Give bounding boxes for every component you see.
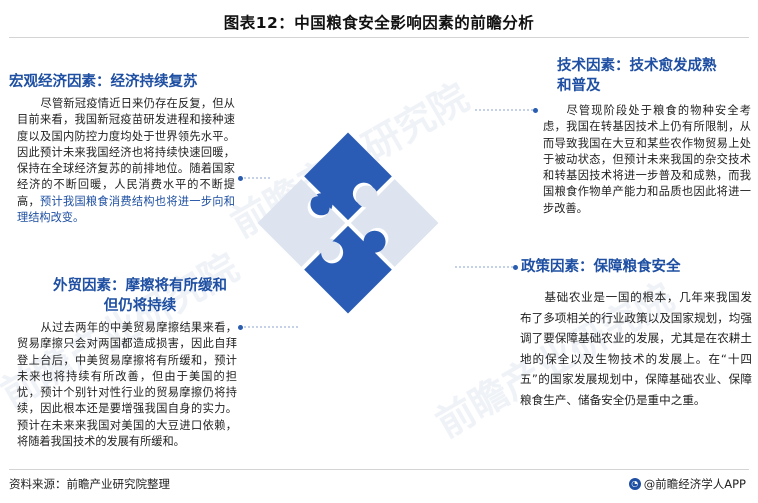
connector-dot	[238, 176, 243, 181]
puzzle-piece-top-right	[350, 179, 439, 267]
brand-label: @前瞻经济学人APP	[643, 477, 746, 491]
source-note: 资料来源：前瞻产业研究院整理	[9, 477, 170, 491]
connector-dot	[513, 265, 518, 270]
macro-heading: 宏观经济因素：经济持续复苏	[9, 74, 198, 90]
page-title: 图表12：中国粮食安全影响因素的前瞻分析	[223, 14, 535, 32]
trade-text-body: 从过去两年的中美贸易摩擦结果来看，贸易摩擦只会对两国都造成损害，因此自拜登上台后…	[17, 321, 237, 449]
tech-heading: 技术因素：技术愈发成熟 和普及	[557, 56, 747, 96]
puzzle-graphic	[257, 132, 439, 314]
trade-heading: 外贸因素：摩擦将有所缓和 但仍将持续	[40, 276, 240, 316]
tech-text: 尽管现阶段处于粮食的物种安全考虑，我国在转基因技术上仍有所限制，从而导致我国在大…	[543, 103, 751, 217]
policy-text-body: 基础农业是一国的根本，几年来我国发布了多项相关的行业政策以及国家规划，均强调了要…	[520, 290, 752, 407]
macro-text-plain: 尽管新冠疫情近日来仍存在反复，但从目前来看，我国新冠疫苗研发进程和接种速度以及国…	[17, 97, 235, 208]
title-divider	[9, 37, 749, 38]
trade-heading-line2: 但仍将持续	[103, 298, 177, 314]
puzzle-piece-bottom-left	[257, 179, 346, 267]
policy-text: 基础农业是一国的根本，几年来我国发布了多项相关的行业政策以及国家规划，均强调了要…	[520, 287, 752, 411]
puzzle-piece-bottom-right	[304, 225, 392, 314]
macro-text-emphasis: 预计我国粮食消费结构也将进一步向和理结构改变。	[17, 194, 235, 225]
footer-divider	[9, 469, 749, 470]
macro-text: 尽管新冠疫情近日来仍存在反复，但从目前来看，我国新冠疫苗研发进程和接种速度以及国…	[17, 96, 235, 226]
connector-dot	[238, 325, 243, 330]
tech-heading-line2: 和普及	[557, 78, 601, 94]
brand-logo-icon: ◔	[628, 478, 641, 490]
tech-text-body: 尽管现阶段处于粮食的物种安全考虑，我国在转基因技术上仍有所限制，从而导致我国在大…	[543, 104, 751, 215]
tech-heading-line1: 技术因素：技术愈发成熟	[557, 58, 717, 74]
trade-heading-line1: 外贸因素：摩擦将有所缓和	[53, 278, 227, 294]
brand-credit: ◔ @前瞻经济学人APP	[628, 476, 746, 492]
trade-text: 从过去两年的中美贸易摩擦结果来看，贸易摩擦只会对两国都造成损害，因此自拜登上台后…	[17, 320, 237, 450]
policy-heading: 政策因素：保障粮食安全	[521, 259, 681, 275]
connector-dot	[533, 108, 538, 113]
